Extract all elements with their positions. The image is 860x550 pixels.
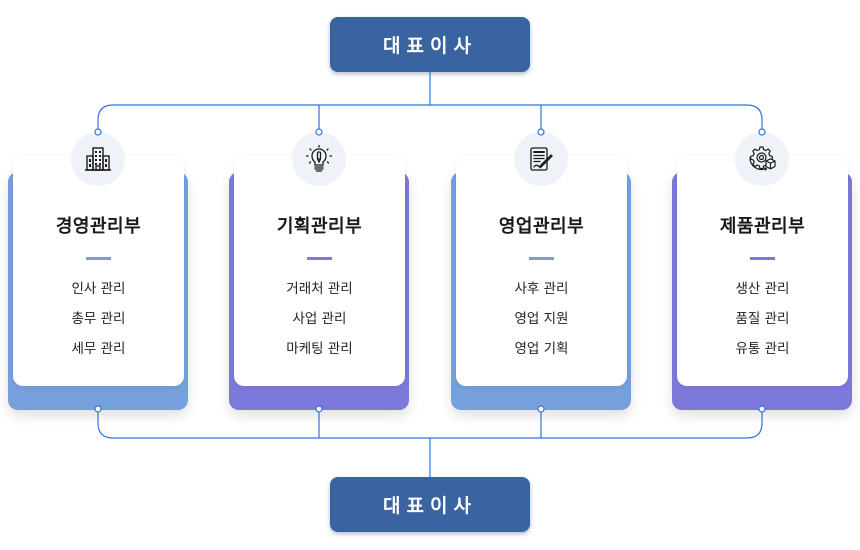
- department-card-product: 제품관리부 생산 관리 품질 관리 유통 관리: [672, 132, 852, 410]
- department-duties: 생산 관리 품질 관리 유통 관리: [677, 277, 848, 367]
- duty-item: 마케팅 관리: [286, 341, 353, 357]
- department-card-face: [456, 156, 627, 386]
- department-card-face: [234, 156, 405, 386]
- department-title: 제품관리부: [719, 216, 806, 237]
- duty-item: 품질 관리: [735, 311, 790, 327]
- title-underline: [86, 257, 111, 260]
- gear-box-icon: [735, 132, 789, 186]
- duty-item: 영업 지원: [514, 311, 569, 327]
- title-underline: [307, 257, 332, 260]
- top-ceo-label: 대표이사: [383, 35, 477, 57]
- department-title: 경영관리부: [55, 216, 142, 237]
- bottom-branch-line: [97, 410, 763, 439]
- department-duties: 사후 관리 영업 지원 영업 기획: [456, 277, 627, 367]
- department-card-planning: 기획관리부 거래처 관리 사업 관리 마케팅 관리: [229, 132, 409, 410]
- duty-item: 거래처 관리: [286, 281, 353, 297]
- top-branch-line: [97, 104, 763, 132]
- department-duties: 거래처 관리 사업 관리 마케팅 관리: [234, 277, 405, 367]
- department-card-management: 경영관리부 인사 관리 총무 관리 세무 관리: [8, 132, 188, 410]
- office-building-icon: [71, 132, 125, 186]
- title-underline: [529, 257, 554, 260]
- department-card-face: [677, 156, 848, 386]
- department-card-sales: 영업관리부 사후 관리 영업 지원 영업 기획: [451, 132, 631, 410]
- bottom-ceo-node: 대표이사: [330, 477, 530, 532]
- lightbulb-icon: [292, 132, 346, 186]
- duty-item: 사업 관리: [292, 311, 347, 327]
- duty-item: 인사 관리: [71, 281, 126, 297]
- duty-item: 총무 관리: [71, 311, 126, 327]
- bottom-ceo-label: 대표이사: [383, 495, 477, 517]
- top-ceo-node: 대표이사: [330, 17, 530, 72]
- duty-item: 유통 관리: [735, 341, 790, 357]
- department-duties: 인사 관리 총무 관리 세무 관리: [13, 277, 184, 367]
- title-underline: [750, 257, 775, 260]
- signed-document-icon: [514, 132, 568, 186]
- department-card-face: [13, 156, 184, 386]
- department-title: 기획관리부: [276, 216, 363, 237]
- department-title: 영업관리부: [498, 216, 585, 237]
- duty-item: 사후 관리: [514, 281, 569, 297]
- duty-item: 세무 관리: [71, 341, 126, 357]
- duty-item: 생산 관리: [735, 281, 790, 297]
- duty-item: 영업 기획: [514, 341, 569, 357]
